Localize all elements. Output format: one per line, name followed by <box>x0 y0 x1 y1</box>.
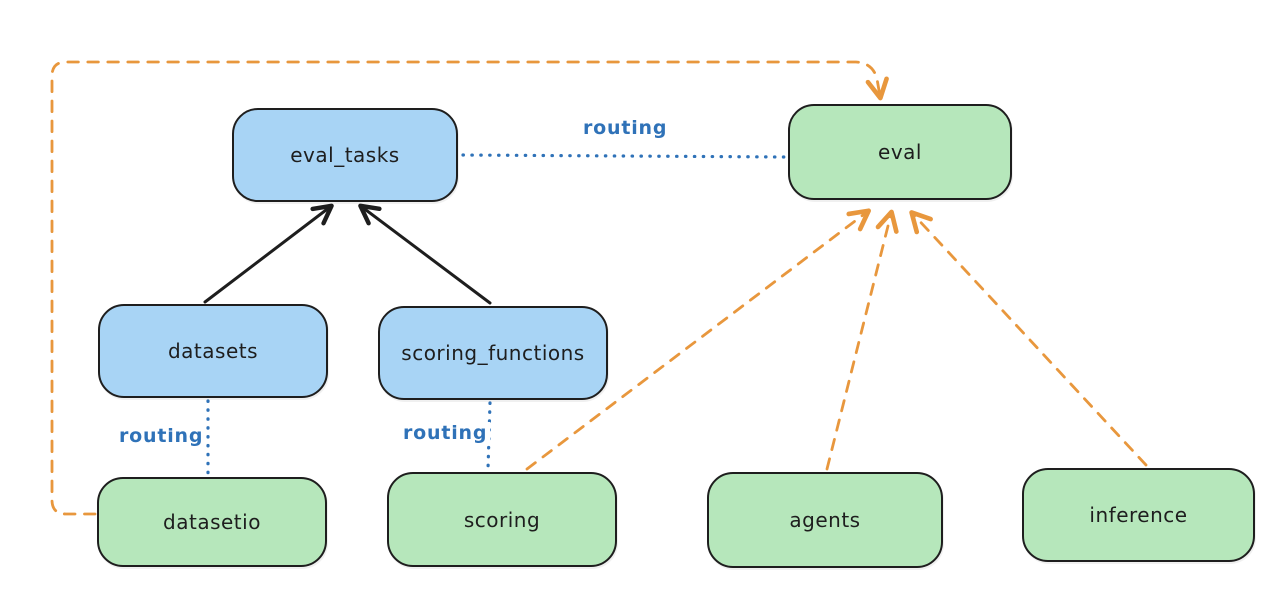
node-agents-label: agents <box>789 508 861 532</box>
node-datasets-label: datasets <box>167 339 259 363</box>
edge-label-routing-scoring-functions-scoring: routing <box>400 422 491 444</box>
node-inference-label: inference <box>1089 503 1188 527</box>
node-eval: eval <box>788 104 1012 200</box>
edge-inference-to-eval <box>909 210 1148 467</box>
node-scoring-label: scoring <box>463 507 541 532</box>
node-eval-label: eval <box>878 140 922 164</box>
node-scoring-functions: scoring_functions <box>378 306 608 400</box>
node-inference: inference <box>1022 468 1255 562</box>
node-eval-tasks: eval_tasks <box>232 108 458 202</box>
edge-label-routing-datasets-datasetio: routing <box>116 425 207 447</box>
node-eval-tasks-label: eval_tasks <box>290 143 400 167</box>
node-agents: agents <box>707 472 943 568</box>
node-datasets: datasets <box>98 304 328 398</box>
node-datasetio: datasetio <box>97 477 327 567</box>
edge-datasets-to-eval-tasks <box>203 203 334 304</box>
node-scoring: scoring <box>387 472 617 567</box>
node-scoring-functions-label: scoring_functions <box>401 341 585 365</box>
edge-label-routing-eval-tasks-eval: routing <box>580 117 671 139</box>
edge-scoring-functions-to-eval-tasks <box>358 203 492 305</box>
edge-agents-to-eval <box>825 209 899 471</box>
edge-eval-tasks-to-eval <box>461 153 787 159</box>
node-datasetio-label: datasetio <box>163 510 261 534</box>
